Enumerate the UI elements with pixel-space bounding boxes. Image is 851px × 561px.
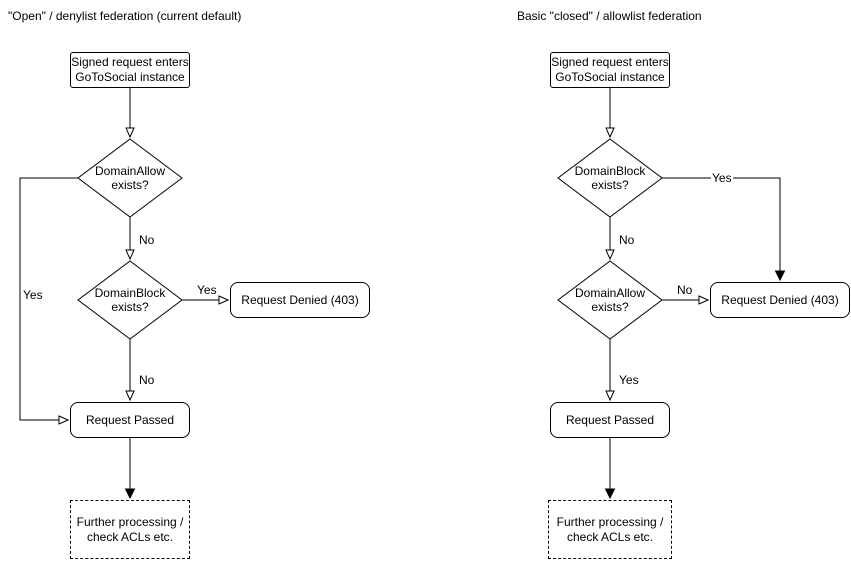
- right-edge-label-no-1: No: [618, 233, 636, 247]
- left-edge-label-yes-denied: Yes: [196, 283, 218, 297]
- left-denied-node: Request Denied (403): [230, 282, 370, 318]
- left-start-node: Signed request enters GoToSocial instanc…: [70, 52, 190, 88]
- left-diagram-title: "Open" / denylist federation (current de…: [8, 9, 242, 23]
- left-edge-label-yes-loop: Yes: [22, 288, 44, 302]
- right-further-node: Further processing / check ACLs etc.: [548, 500, 672, 559]
- left-further-node: Further processing / check ACLs etc.: [70, 500, 190, 559]
- left-decision2-label: DomainBlock exists?: [94, 286, 166, 315]
- right-edge-label-yes-denied: Yes: [711, 171, 733, 185]
- right-start-node: Signed request enters GoToSocial instanc…: [550, 52, 670, 88]
- right-edge-label-yes-2: Yes: [618, 373, 640, 387]
- right-decision2-diamond: [557, 260, 663, 340]
- right-edge-decision1-yes-to-denied: [662, 177, 786, 282]
- left-edge-label-no-1: No: [138, 233, 156, 247]
- right-edge-label-no-denied: No: [676, 283, 694, 297]
- right-decision2-label: DomainAllow exists?: [574, 286, 646, 315]
- left-edge-label-no-2: No: [138, 373, 156, 387]
- left-decision1-diamond: [77, 138, 183, 218]
- right-diagram-title: Basic "closed" / allowlist federation: [517, 9, 702, 23]
- right-decision1-label: DomainBlock exists?: [574, 164, 646, 193]
- right-decision1-diamond: [557, 138, 663, 218]
- right-denied-node: Request Denied (403): [710, 282, 850, 318]
- left-passed-node: Request Passed: [70, 402, 190, 438]
- left-decision2-diamond: [77, 260, 183, 340]
- left-decision1-label: DomainAllow exists?: [94, 164, 166, 193]
- left-edge-decision1-yes-loop: [19, 177, 78, 425]
- right-passed-node: Request Passed: [550, 402, 670, 438]
